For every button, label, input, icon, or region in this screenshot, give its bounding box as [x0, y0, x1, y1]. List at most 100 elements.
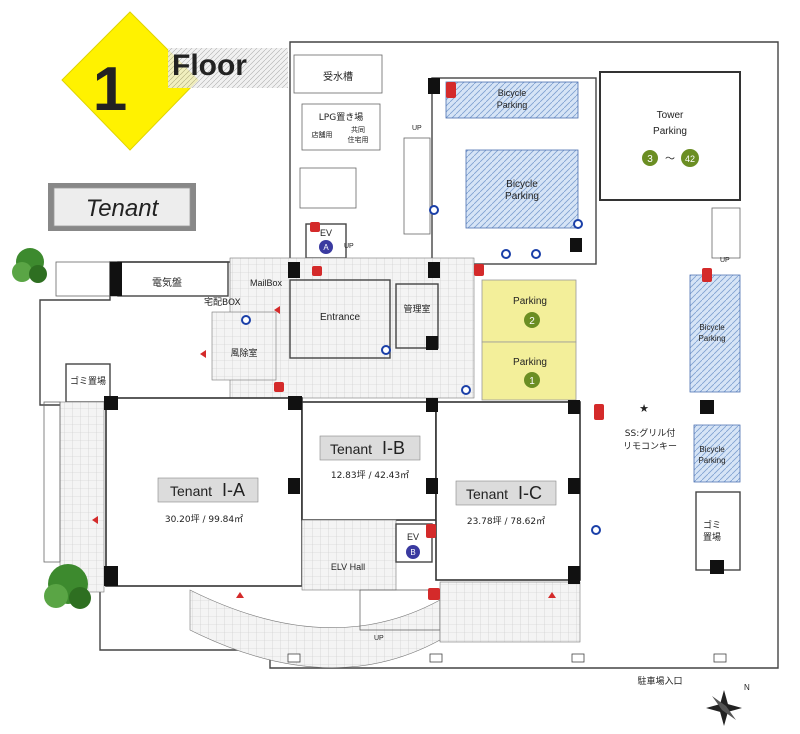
north-compass: N [706, 683, 750, 726]
lpg-label: LPG置き場 [319, 111, 363, 123]
lpg-shared-label-1: 共同 [351, 125, 365, 134]
bicycle-parking-1-line2: Parking [497, 100, 528, 110]
manhole-marks [287, 653, 727, 663]
up-label-4: UP [374, 635, 384, 642]
north-label: N [744, 683, 750, 692]
tenant-i-b-id: I-B [382, 438, 405, 458]
tower-parking-line1: Tower [657, 110, 684, 121]
tenant-i-c-prefix: Tenant [466, 486, 508, 502]
planter-left-strip [43, 401, 61, 563]
tenant-i-a-area: 30.20坪 / 99.84㎡ [165, 514, 243, 525]
garbage-left-label: ゴミ置場 [70, 375, 106, 387]
bicycle-parking-right-1 [689, 274, 741, 393]
columns [104, 78, 724, 586]
ss-label-line1: SS:グリル付 [625, 427, 675, 439]
windbreak-room-label: 風除室 [230, 347, 257, 359]
entrance-label: Entrance [320, 312, 360, 323]
floor-word: Floor [172, 49, 247, 82]
ev-b-letter: B [410, 548, 415, 557]
bicycle-parking-right-1-line2: Parking [698, 334, 725, 343]
ev-b-label: EV [407, 532, 419, 542]
section-tag: Tenant [48, 183, 196, 231]
bicycle-parking-right-2 [693, 424, 741, 483]
entrance-room [289, 279, 391, 359]
elv-hall [301, 519, 397, 591]
tenant-i-a-label-bg [157, 477, 259, 503]
elevator-b [395, 523, 433, 563]
front-walkway [189, 589, 441, 668]
bicycle-parking-right-2-line2: Parking [698, 456, 725, 465]
tenant-i-a-prefix: Tenant [170, 483, 212, 499]
parking-space-1-label: Parking [513, 357, 547, 368]
bicycle-parking-right-1-line1: Bicycle [699, 323, 725, 332]
up-label-3: UP [720, 257, 730, 264]
floor-number: 1 [93, 55, 127, 124]
parking-space-1-number: 1 [529, 376, 535, 387]
tenant-i-b-area: 12.83坪 / 42.43㎡ [331, 470, 409, 481]
garbage-right-line2: 置場 [703, 531, 721, 543]
ev-a-letter: A [323, 243, 329, 252]
left-walkway [59, 401, 105, 593]
water-tank-area [293, 54, 383, 94]
planter-left [55, 261, 119, 297]
tenant-i-a-id: I-A [222, 480, 245, 500]
ev-a-badge [319, 240, 333, 254]
parking-space-2-label: Parking [513, 296, 547, 307]
stair-middle [403, 137, 431, 235]
up-label-2: UP [412, 125, 422, 132]
bicycle-parking-2-line2: Parking [505, 191, 539, 202]
tower-parking [599, 71, 741, 201]
tower-range-sep: ～ [665, 154, 675, 165]
section-tag-text: Tenant [86, 195, 160, 222]
fire-extinguishers [274, 82, 712, 600]
bicycle-parking-zone [431, 77, 597, 265]
garbage-right-area [695, 491, 741, 571]
tower-range-end: 42 [685, 154, 695, 164]
mailbox-label: MailBox [250, 278, 283, 288]
stair-top-left [299, 167, 357, 209]
lpg-store-label: 店舗用 [312, 130, 333, 139]
parking-entrance-label: 駐車場入口 [637, 675, 682, 687]
parking-space-1-badge [524, 372, 540, 388]
bicycle-parking-1 [445, 81, 579, 119]
tenant-i-b-label-bg [319, 435, 421, 461]
tower-range-start-badge [642, 150, 658, 166]
water-tank-label: 受水槽 [323, 70, 353, 83]
tenant-i-b-prefix: Tenant [330, 441, 372, 457]
bicycle-parking-1-line1: Bicycle [498, 88, 527, 98]
ev-b-badge [406, 545, 420, 559]
tree-left-top [12, 248, 47, 283]
exit-markers [92, 306, 556, 598]
up-label-1: UP [344, 243, 354, 250]
bicycle-parking-2 [465, 149, 579, 229]
ss-label-line2: リモコンキー [623, 442, 677, 452]
tenant-i-b [301, 401, 437, 521]
tenant-i-c-id: I-C [518, 483, 542, 503]
tower-range-end-badge [681, 149, 699, 167]
elv-hall-label: ELV Hall [331, 562, 365, 572]
parking-space-2 [481, 279, 577, 343]
manager-room [395, 283, 439, 349]
parking-space-2-number: 2 [529, 316, 535, 327]
tenant-i-c-label-bg [455, 480, 557, 506]
bicycle-parking-right-2-line1: Bicycle [699, 445, 725, 454]
manager-room-label: 管理室 [403, 303, 430, 315]
bicycle-parking-2-line1: Bicycle [506, 179, 538, 190]
parking-space-1 [481, 341, 577, 401]
delivery-box-label: 宅配BOX [204, 296, 241, 308]
bottom-right-walkway [439, 581, 581, 643]
parking-space-2-badge [524, 312, 540, 328]
tree-left-bottom [44, 564, 91, 609]
sprinkler-markers [241, 205, 601, 535]
stair-right [711, 207, 741, 259]
tenant-i-c-area: 23.78坪 / 78.62㎡ [467, 516, 545, 527]
electric-panel-label: 電気盤 [152, 276, 182, 289]
lpg-area [301, 103, 381, 151]
floor-word-shadow [168, 48, 288, 88]
lpg-shared-label-2: 住宅用 [348, 135, 369, 144]
ev-a-label: EV [320, 228, 332, 238]
tower-parking-line2: Parking [653, 126, 687, 137]
floor-header: 1 Floor [61, 11, 288, 151]
garbage-right-line1: ゴミ [703, 519, 721, 531]
